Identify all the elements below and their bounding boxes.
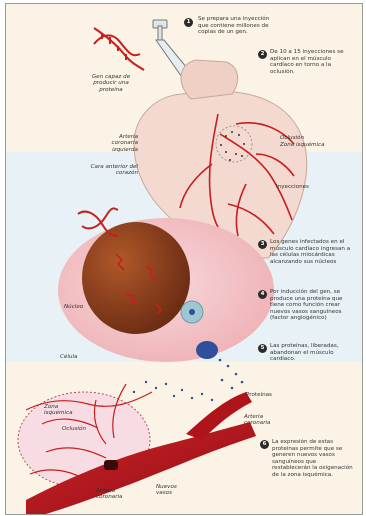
label-gen: Gen capaz de producir una proteína [86, 74, 136, 93]
label-oclusion-bottom: Oclusión [62, 426, 102, 432]
label-arteria-coronaria-bottom: Arteria coronaria [96, 488, 136, 501]
step-4-number: 4 [258, 290, 267, 299]
label-celula: Célula [60, 354, 100, 360]
step-4-text: Por inducción del gen, se produce una pr… [270, 289, 356, 322]
step-5-text: Las proteínas, liberadas, abandonan el m… [270, 343, 356, 363]
label-nucleo: Núcleo [64, 304, 104, 310]
label-zona-isquemica-heart: Zona isquémica [280, 142, 340, 148]
label-arteria-coronaria-right: Arteria coronaria [244, 414, 284, 427]
step-6-number: 6 [260, 440, 269, 449]
step-6-text: La expresión de estas proteínas permite … [272, 439, 356, 479]
label-proteinas: Proteínas [246, 392, 296, 398]
label-cara-anterior: Cara anterior del corazón [82, 164, 138, 177]
label-oclusion-heart: Oclusión [280, 135, 340, 141]
label-arteria-coronaria-izquierda: Arteria coronaria izquierda [92, 134, 138, 153]
step-2-number: 2 [258, 50, 267, 59]
label-nuevos-vasos: Nuevos vasos [156, 484, 186, 497]
step-1-number: 1 [184, 18, 193, 27]
diagram-frame: 1 Se prepara una inyección que contiene … [5, 3, 363, 515]
dna-helix-top [94, 28, 144, 70]
step-1-text: Se prepara una inyección que contiene mi… [198, 16, 278, 36]
step-2-text: De 10 a 15 inyecciones se aplican en el … [270, 49, 356, 75]
label-zona-isquemica-bottom: Zona isquémica [44, 404, 84, 417]
step-3-number: 3 [258, 240, 267, 249]
label-inyecciones: Inyecciones [276, 184, 336, 190]
occlusion-mark [104, 460, 118, 470]
step-3-text: Los genes infectados en el músculo cardí… [270, 239, 356, 265]
step-5-number: 5 [258, 344, 267, 353]
